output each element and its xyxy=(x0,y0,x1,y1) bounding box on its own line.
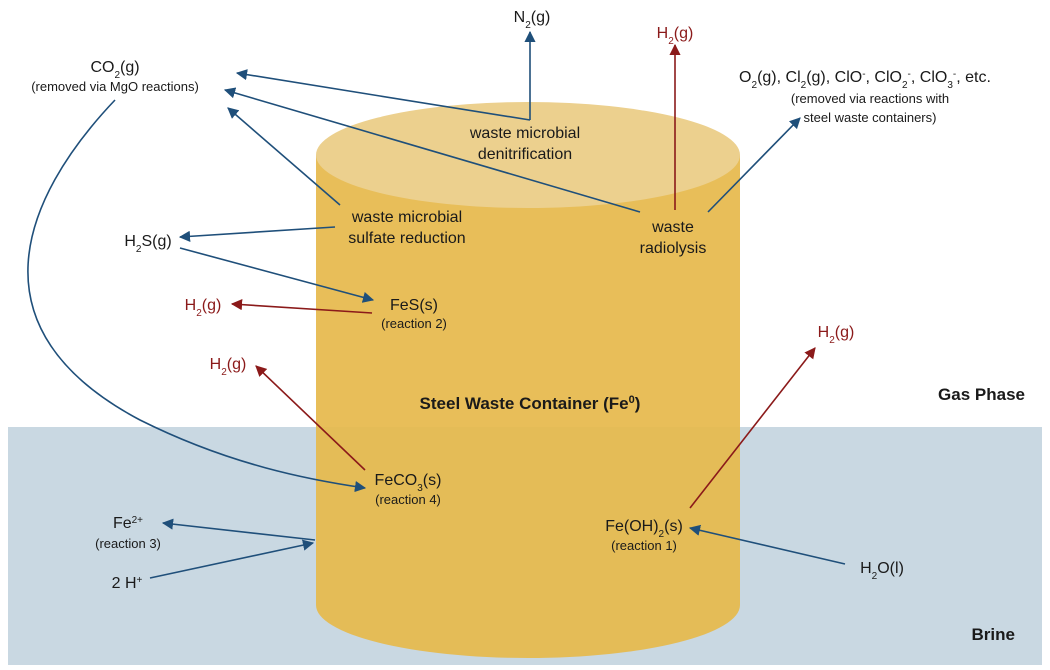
radiolysis-label-1: waste xyxy=(651,219,694,236)
hplus-label: 2 H+ xyxy=(112,575,143,593)
oxidants-note-2: steel waste containers) xyxy=(804,110,937,125)
oxidants-label-part: - xyxy=(862,69,865,80)
oxidants-label: O2(g), Cl2(g), ClO-, ClO2-, ClO3-, etc. xyxy=(739,69,991,91)
oxidants-label-part: - xyxy=(908,69,911,80)
arrow-h2s-to-fes xyxy=(179,247,375,303)
denitrification-label-1: waste microbial xyxy=(469,125,580,142)
sulfate-label-1: waste microbial xyxy=(351,209,462,226)
brine-label: Brine xyxy=(972,625,1015,644)
oxidants-label-part: (g), ClO xyxy=(806,69,862,86)
n2-label: N2(g) xyxy=(514,9,551,31)
arrow-wall-to-fe2 xyxy=(161,518,316,541)
fe2-label: Fe2+ xyxy=(113,515,143,533)
oxidants-label-part: , etc. xyxy=(956,69,991,86)
co2-label: CO2(g) xyxy=(90,59,139,81)
arrow-denit-to-co2 xyxy=(235,69,531,121)
arrow-sulfate-to-h2s xyxy=(178,226,336,242)
h2-fes-label: H2(g) xyxy=(185,297,222,319)
arrow-hplus-to-wall xyxy=(149,539,315,579)
oxidants-note-1: (removed via reactions with xyxy=(791,91,949,106)
steel-container-top xyxy=(316,102,740,208)
oxidants-label-part: 2 xyxy=(902,80,908,91)
oxidants-label-part: , ClO xyxy=(866,69,902,86)
arrow-radiolysis-to-co2 xyxy=(223,87,641,213)
h2o-label: H2O(l) xyxy=(860,560,904,582)
arrow-co2-to-feco3 xyxy=(27,99,367,493)
feoh2-label: Fe(OH)2(s) xyxy=(605,518,683,540)
gas-phase-label: Gas Phase xyxy=(938,385,1025,404)
arrow-feoh2-to-h2 xyxy=(689,347,816,509)
container-title: Steel Waste Container (Fe0) xyxy=(420,394,641,413)
fes-label: FeS(s) xyxy=(390,297,438,314)
sulfate-label-2: sulfate reduction xyxy=(348,230,465,247)
oxidants-label-part: , ClO xyxy=(911,69,947,86)
oxidants-label-part: (g), Cl xyxy=(757,69,801,86)
red-arrows xyxy=(230,43,816,509)
radiolysis-label-2: radiolysis xyxy=(640,240,707,257)
oxidants-label-part: O xyxy=(739,69,751,86)
oxidants-label-part: 2 xyxy=(752,80,758,91)
h2s-label: H2S(g) xyxy=(124,233,171,255)
fes-note: (reaction 2) xyxy=(381,316,447,331)
co2-note: (removed via MgO reactions) xyxy=(31,79,199,94)
h2-top-label: H2(g) xyxy=(657,25,694,47)
oxidants-label-part: 2 xyxy=(801,80,807,91)
arrow-feco3-to-h2 xyxy=(255,365,366,471)
oxidants-label-part: - xyxy=(953,69,956,80)
arrow-sulfate-to-co2 xyxy=(227,107,341,206)
feoh2-note: (reaction 1) xyxy=(611,538,677,553)
blue-arrows xyxy=(27,30,846,579)
denitrification-label-2: denitrification xyxy=(478,146,572,163)
h2-feco3-label: H2(g) xyxy=(210,356,247,378)
feco3-note: (reaction 4) xyxy=(375,492,441,507)
oxidants-label-part: 3 xyxy=(947,80,953,91)
fe2-note: (reaction 3) xyxy=(95,536,161,551)
arrow-fes-to-h2 xyxy=(230,299,373,314)
arrow-radiolysis-to-oxidants xyxy=(707,117,801,213)
feco3-label: FeCO3(s) xyxy=(375,472,442,494)
steel-container-body xyxy=(316,155,740,658)
h2-right-label: H2(g) xyxy=(818,324,855,346)
arrow-h2o-to-feoh2 xyxy=(688,524,846,565)
